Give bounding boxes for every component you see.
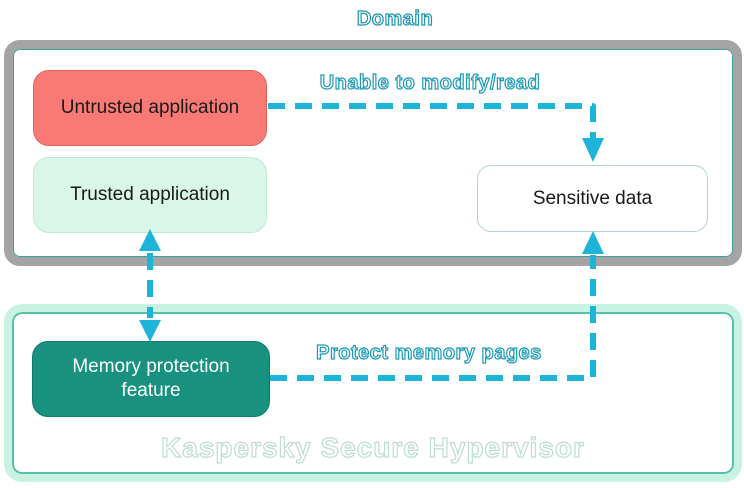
trusted-application-node: Trusted application xyxy=(33,157,267,233)
unable-to-modify-read-label: Unable to modify/read xyxy=(319,71,541,94)
memory-protection-feature-node: Memory protection feature xyxy=(32,341,270,417)
protect-memory-pages-label: Protect memory pages xyxy=(316,341,542,364)
sensitive-data-node: Sensitive data xyxy=(477,165,708,232)
domain-label: Domain xyxy=(356,7,434,30)
untrusted-application-node: Untrusted application xyxy=(33,70,267,146)
hypervisor-label: Kaspersky Secure Hypervisor xyxy=(160,431,585,463)
